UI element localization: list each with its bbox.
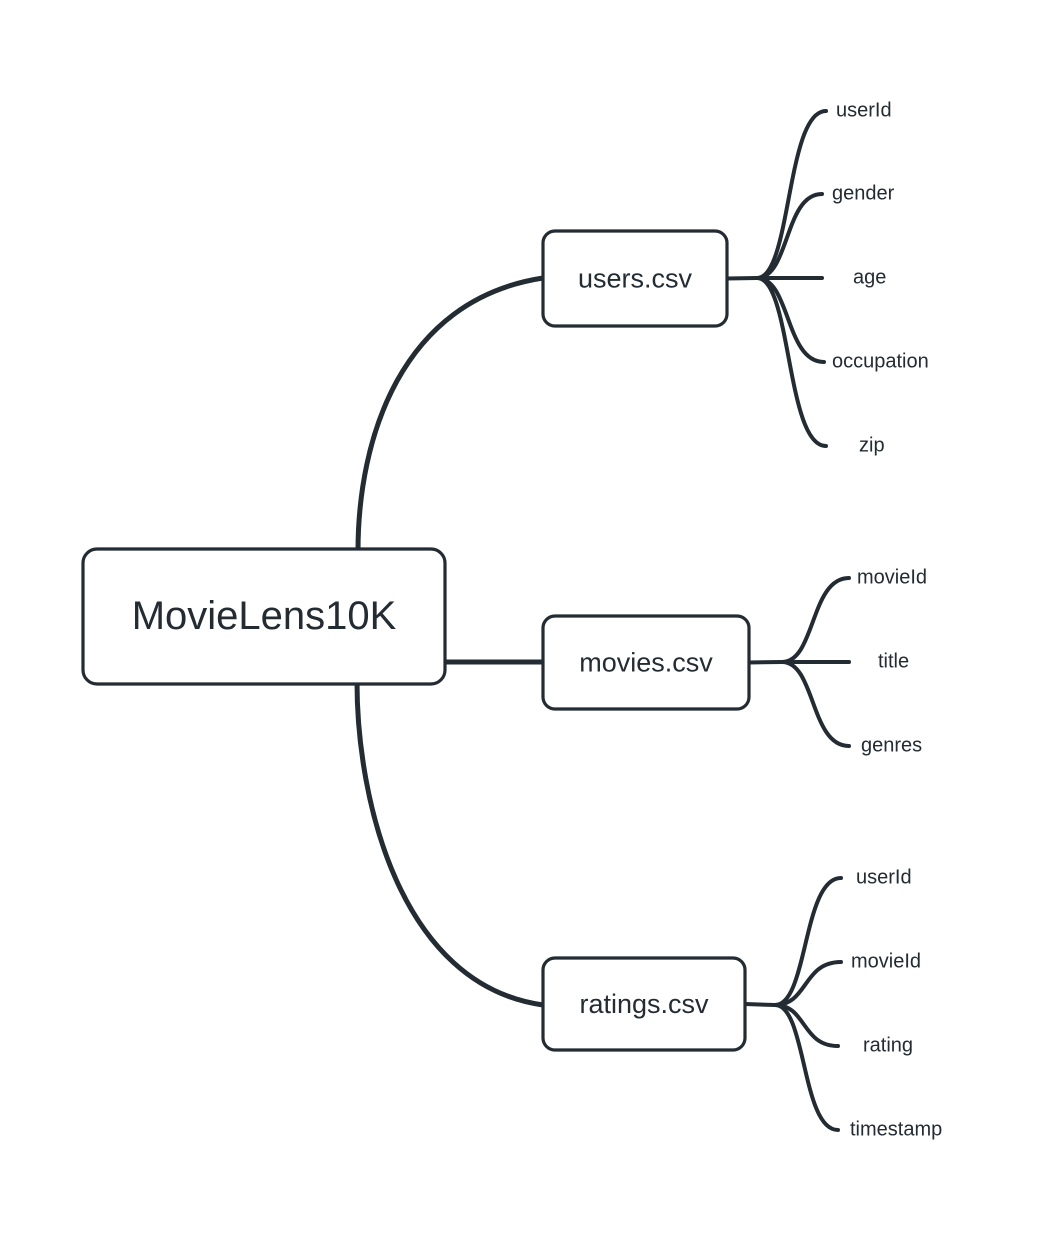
- root-connector-group: [354, 275, 546, 1008]
- leaf-label-movies-genres: genres: [861, 734, 922, 756]
- leaf-label-users-gender: gender: [832, 182, 895, 204]
- fan-stub-users: [725, 276, 759, 281]
- leaf-label-movies-movieId: movieId: [857, 566, 927, 588]
- leaf-label-ratings-userId: userId: [856, 866, 912, 888]
- fan-stub-ratings: [743, 1002, 777, 1007]
- leaf-label-ratings-rating: rating: [863, 1034, 913, 1056]
- root-connector-users: [355, 275, 546, 554]
- leaf-edge-movies-0: [780, 576, 851, 664]
- node-movies[interactable]: movies.csv: [541, 614, 751, 711]
- leaf-edge-users-1: [755, 192, 824, 280]
- node-users[interactable]: users.csv: [541, 229, 729, 328]
- branch-node-label-users: users.csv: [578, 264, 693, 294]
- node-ratings[interactable]: ratings.csv: [541, 956, 747, 1052]
- leaf-edge-users-0: [755, 109, 828, 280]
- root-connector-ratings: [354, 679, 546, 1008]
- leaf-edge-users-4: [755, 276, 828, 448]
- node-root[interactable]: MovieLens10K: [81, 547, 447, 686]
- leaf-label-users-zip: zip: [859, 434, 885, 456]
- branch-node-label-ratings: ratings.csv: [579, 989, 709, 1019]
- branch-node-label-movies: movies.csv: [579, 648, 713, 678]
- leaf-label-ratings-movieId: movieId: [851, 950, 921, 972]
- leaf-edge-ratings-0: [773, 876, 843, 1007]
- leaf-edge-ratings-3: [773, 1003, 840, 1132]
- leaf-edge-users-3: [755, 276, 826, 364]
- leaf-label-users-occupation: occupation: [832, 350, 929, 372]
- node-group: MovieLens10K users.csv movies.csv ratings.c…: [81, 229, 751, 1052]
- leaf-edge-ratings-1: [773, 960, 843, 1007]
- leaf-label-users-age: age: [853, 266, 886, 288]
- root-node-label: MovieLens10K: [132, 594, 397, 638]
- root-node-box[interactable]: [81, 547, 447, 686]
- leaf-label-movies-title: title: [878, 650, 909, 672]
- fan-stub-movies: [747, 660, 784, 665]
- leaf-edge-group: [725, 109, 851, 1132]
- branch-node-box-users[interactable]: [541, 229, 729, 328]
- branch-node-box-ratings[interactable]: [541, 956, 747, 1052]
- leaf-label-group: userId gender age occupation zip movieId title…: [832, 99, 942, 1140]
- branch-node-box-movies[interactable]: [541, 614, 751, 711]
- leaf-edge-movies-2: [780, 660, 851, 748]
- leaf-label-users-userId: userId: [836, 99, 892, 121]
- leaf-label-ratings-timestamp: timestamp: [850, 1118, 942, 1140]
